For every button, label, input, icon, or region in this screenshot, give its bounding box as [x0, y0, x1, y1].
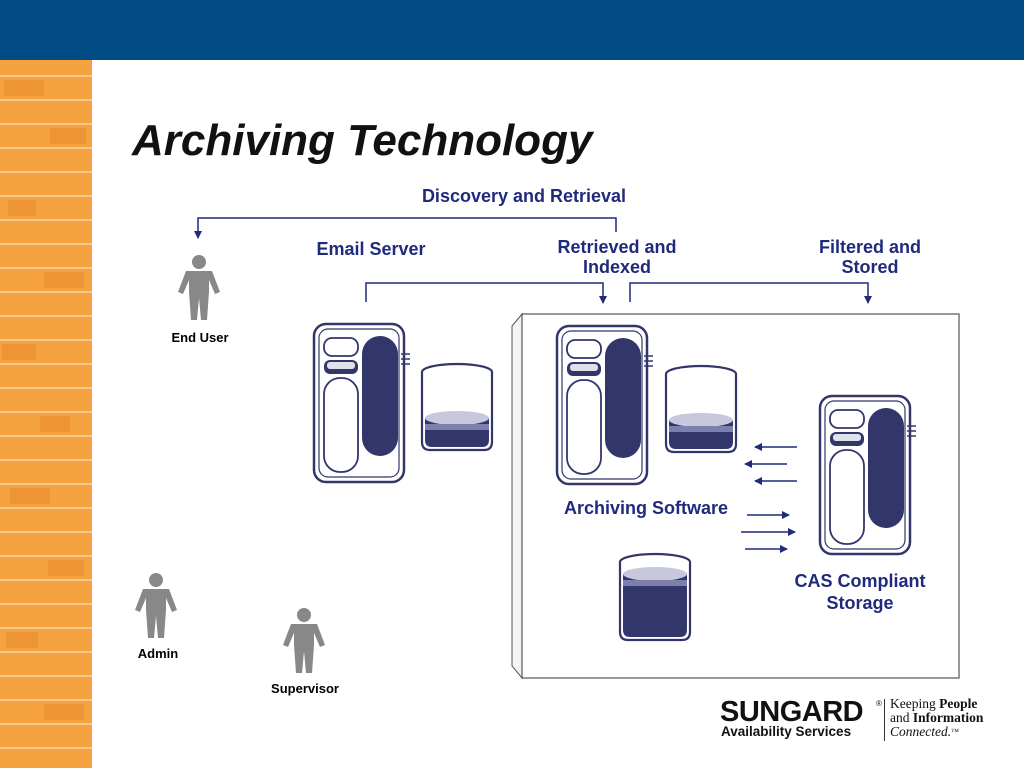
retrieved-indexed-arrow: [365, 282, 607, 304]
transfer-arrows: [741, 443, 797, 553]
email-server-icon: [312, 322, 410, 484]
admin-person-icon: [135, 573, 177, 638]
discovery-retrieval-arrow: [194, 217, 617, 239]
header-bar: [0, 0, 1024, 60]
cas-storage-label: CAS Compliant Storage: [794, 571, 926, 613]
logo-registered-mark: ®: [876, 699, 882, 708]
sungard-logo: SUNGARD ® Availability Services Keeping …: [720, 697, 990, 745]
cas-storage-server-icon: [818, 394, 916, 556]
discovery-retrieval-label: Discovery and Retrieval: [421, 186, 627, 206]
decorative-sidebar: [0, 60, 92, 768]
logo-tagline: Keeping People and Information Connected…: [890, 696, 984, 739]
logo-divider: [884, 699, 885, 741]
admin-label: Admin: [137, 646, 179, 661]
email-storage-drum-icon: [420, 362, 494, 452]
filtered-stored-arrow: [629, 282, 872, 304]
logo-brand: SUNGARD: [720, 696, 864, 728]
filtered-stored-label: Filtered and Stored: [818, 237, 921, 277]
index-drum-icon: [618, 552, 692, 642]
end-user-person-icon: [178, 255, 220, 320]
retrieved-indexed-label: Retrieved and Indexed: [557, 237, 677, 277]
slide-title: Archiving Technology: [132, 116, 593, 165]
end-user-label: End User: [171, 330, 229, 345]
email-server-label: Email Server: [316, 239, 426, 259]
archiving-software-label: Archiving Software: [563, 498, 729, 518]
supervisor-person-icon: [283, 608, 325, 673]
archiving-storage-drum-icon: [664, 364, 738, 454]
logo-subtitle: Availability Services: [721, 724, 852, 739]
supervisor-label: Supervisor: [271, 681, 339, 696]
archiving-server-icon: [555, 324, 653, 486]
